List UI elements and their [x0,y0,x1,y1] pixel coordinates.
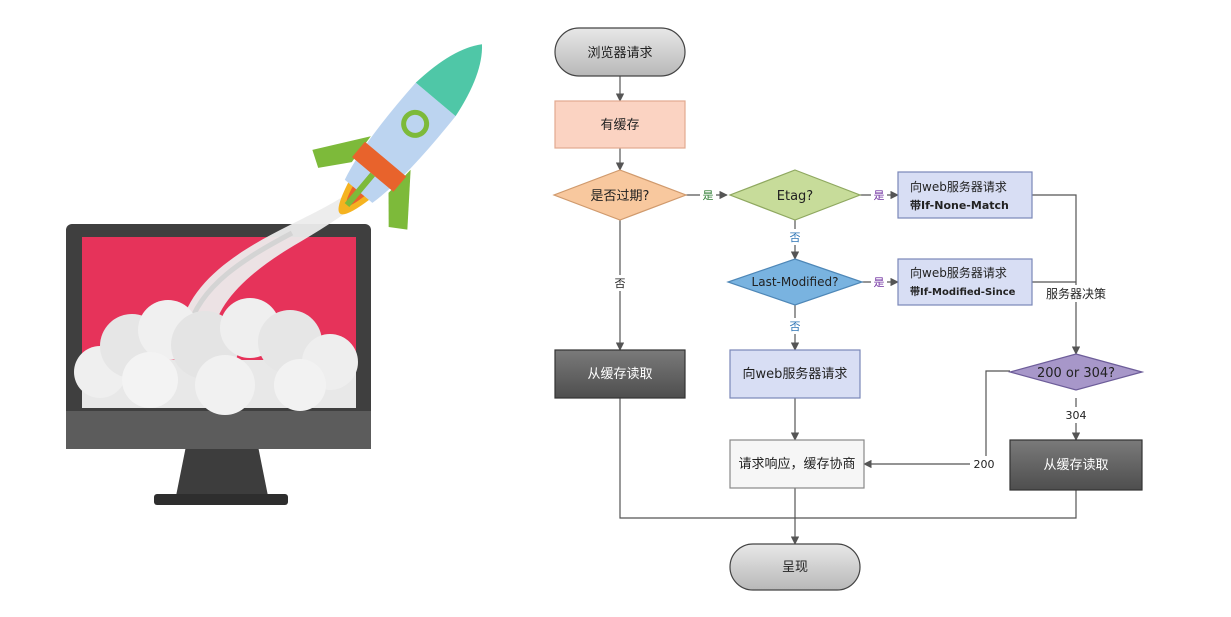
etag-label: Etag? [777,189,813,204]
read-cache-left-node: 从缓存读取 [554,349,686,399]
rocket [312,44,482,230]
monitor-base [154,494,288,505]
negotiate-node: 请求响应，缓存协商 [729,439,865,489]
start-node: 浏览器请求 [554,27,686,77]
last-modified-decision: Last-Modified? [726,258,864,306]
smoke-trail [180,190,362,340]
monitor-stand [176,446,268,496]
request-etag-node: 向web服务器请求 带If-None-Match [897,171,1033,219]
yes-label-expired: 是 [703,189,714,202]
expired-label: 是否过期? [591,189,650,204]
no-label-etag: 否 [790,231,801,244]
no-label-lm: 否 [790,320,801,333]
has-cache-node: 有缓存 [554,100,686,149]
rocket-band [352,141,407,192]
request-lm-line1: 向web服务器请求 [910,265,1007,280]
status-decision: 200 or 304? [1007,353,1145,391]
expired-decision: 是否过期? [552,169,688,221]
yes-label-etag: 是 [874,189,885,202]
negotiate-label: 请求响应，缓存协商 [738,456,855,472]
has-cache-label: 有缓存 [600,118,639,133]
request-server-node: 向web服务器请求 [729,349,861,399]
last-modified-label: Last-Modified? [752,275,839,289]
smoke-cloud [74,298,358,415]
code-200-label: 200 [974,458,995,471]
rocket-nose [415,44,482,117]
request-lm-node: 向web服务器请求 带If-Modified-Since [897,258,1033,306]
edge-labels: 是 是 是 否 否 否 服务器决策 304 200 [612,187,1112,472]
no-label-expired: 否 [615,277,626,290]
request-etag-line2: 带If-None-Match [910,198,1009,212]
request-lm-line2: 带If-Modified-Since [910,285,1016,298]
request-server-label: 向web服务器请求 [743,366,848,382]
server-decision-label: 服务器决策 [1046,286,1106,301]
read-cache-left-label: 从缓存读取 [587,367,652,382]
read-cache-right-label: 从缓存读取 [1043,458,1108,473]
etag-decision: Etag? [728,169,862,221]
start-label: 浏览器请求 [587,45,652,61]
computer-illustration [66,44,482,505]
rocket-fin-right [388,169,411,230]
read-cache-right-node: 从缓存读取 [1009,439,1143,491]
code-304-label: 304 [1066,409,1087,422]
status-label: 200 or 304? [1037,366,1115,381]
request-etag-line1: 向web服务器请求 [910,179,1007,194]
render-label: 呈现 [782,560,808,575]
yes-label-lm: 是 [874,276,885,289]
rocket-fin-left [312,136,371,168]
render-node: 呈现 [729,543,861,591]
